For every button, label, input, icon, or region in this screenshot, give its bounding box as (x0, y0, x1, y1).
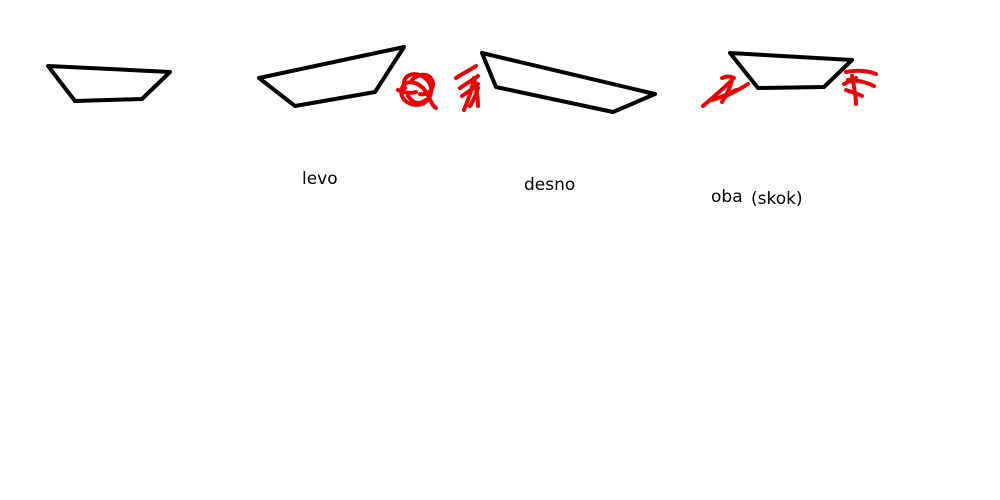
red-arrow-right (454, 64, 480, 112)
label-left: levo (302, 169, 338, 189)
label-both: oba (711, 187, 743, 207)
red-arrow-both-right (842, 68, 878, 106)
trapezoid-left (257, 45, 406, 108)
red-arrow-both-left (701, 74, 750, 108)
label-jump: (skok) (751, 189, 803, 209)
label-right: desno (524, 175, 576, 195)
trapezoid-both (728, 51, 854, 90)
trapezoid-right (480, 51, 657, 114)
red-scribble-left (396, 72, 438, 110)
trapezoid-neutral (46, 64, 172, 103)
